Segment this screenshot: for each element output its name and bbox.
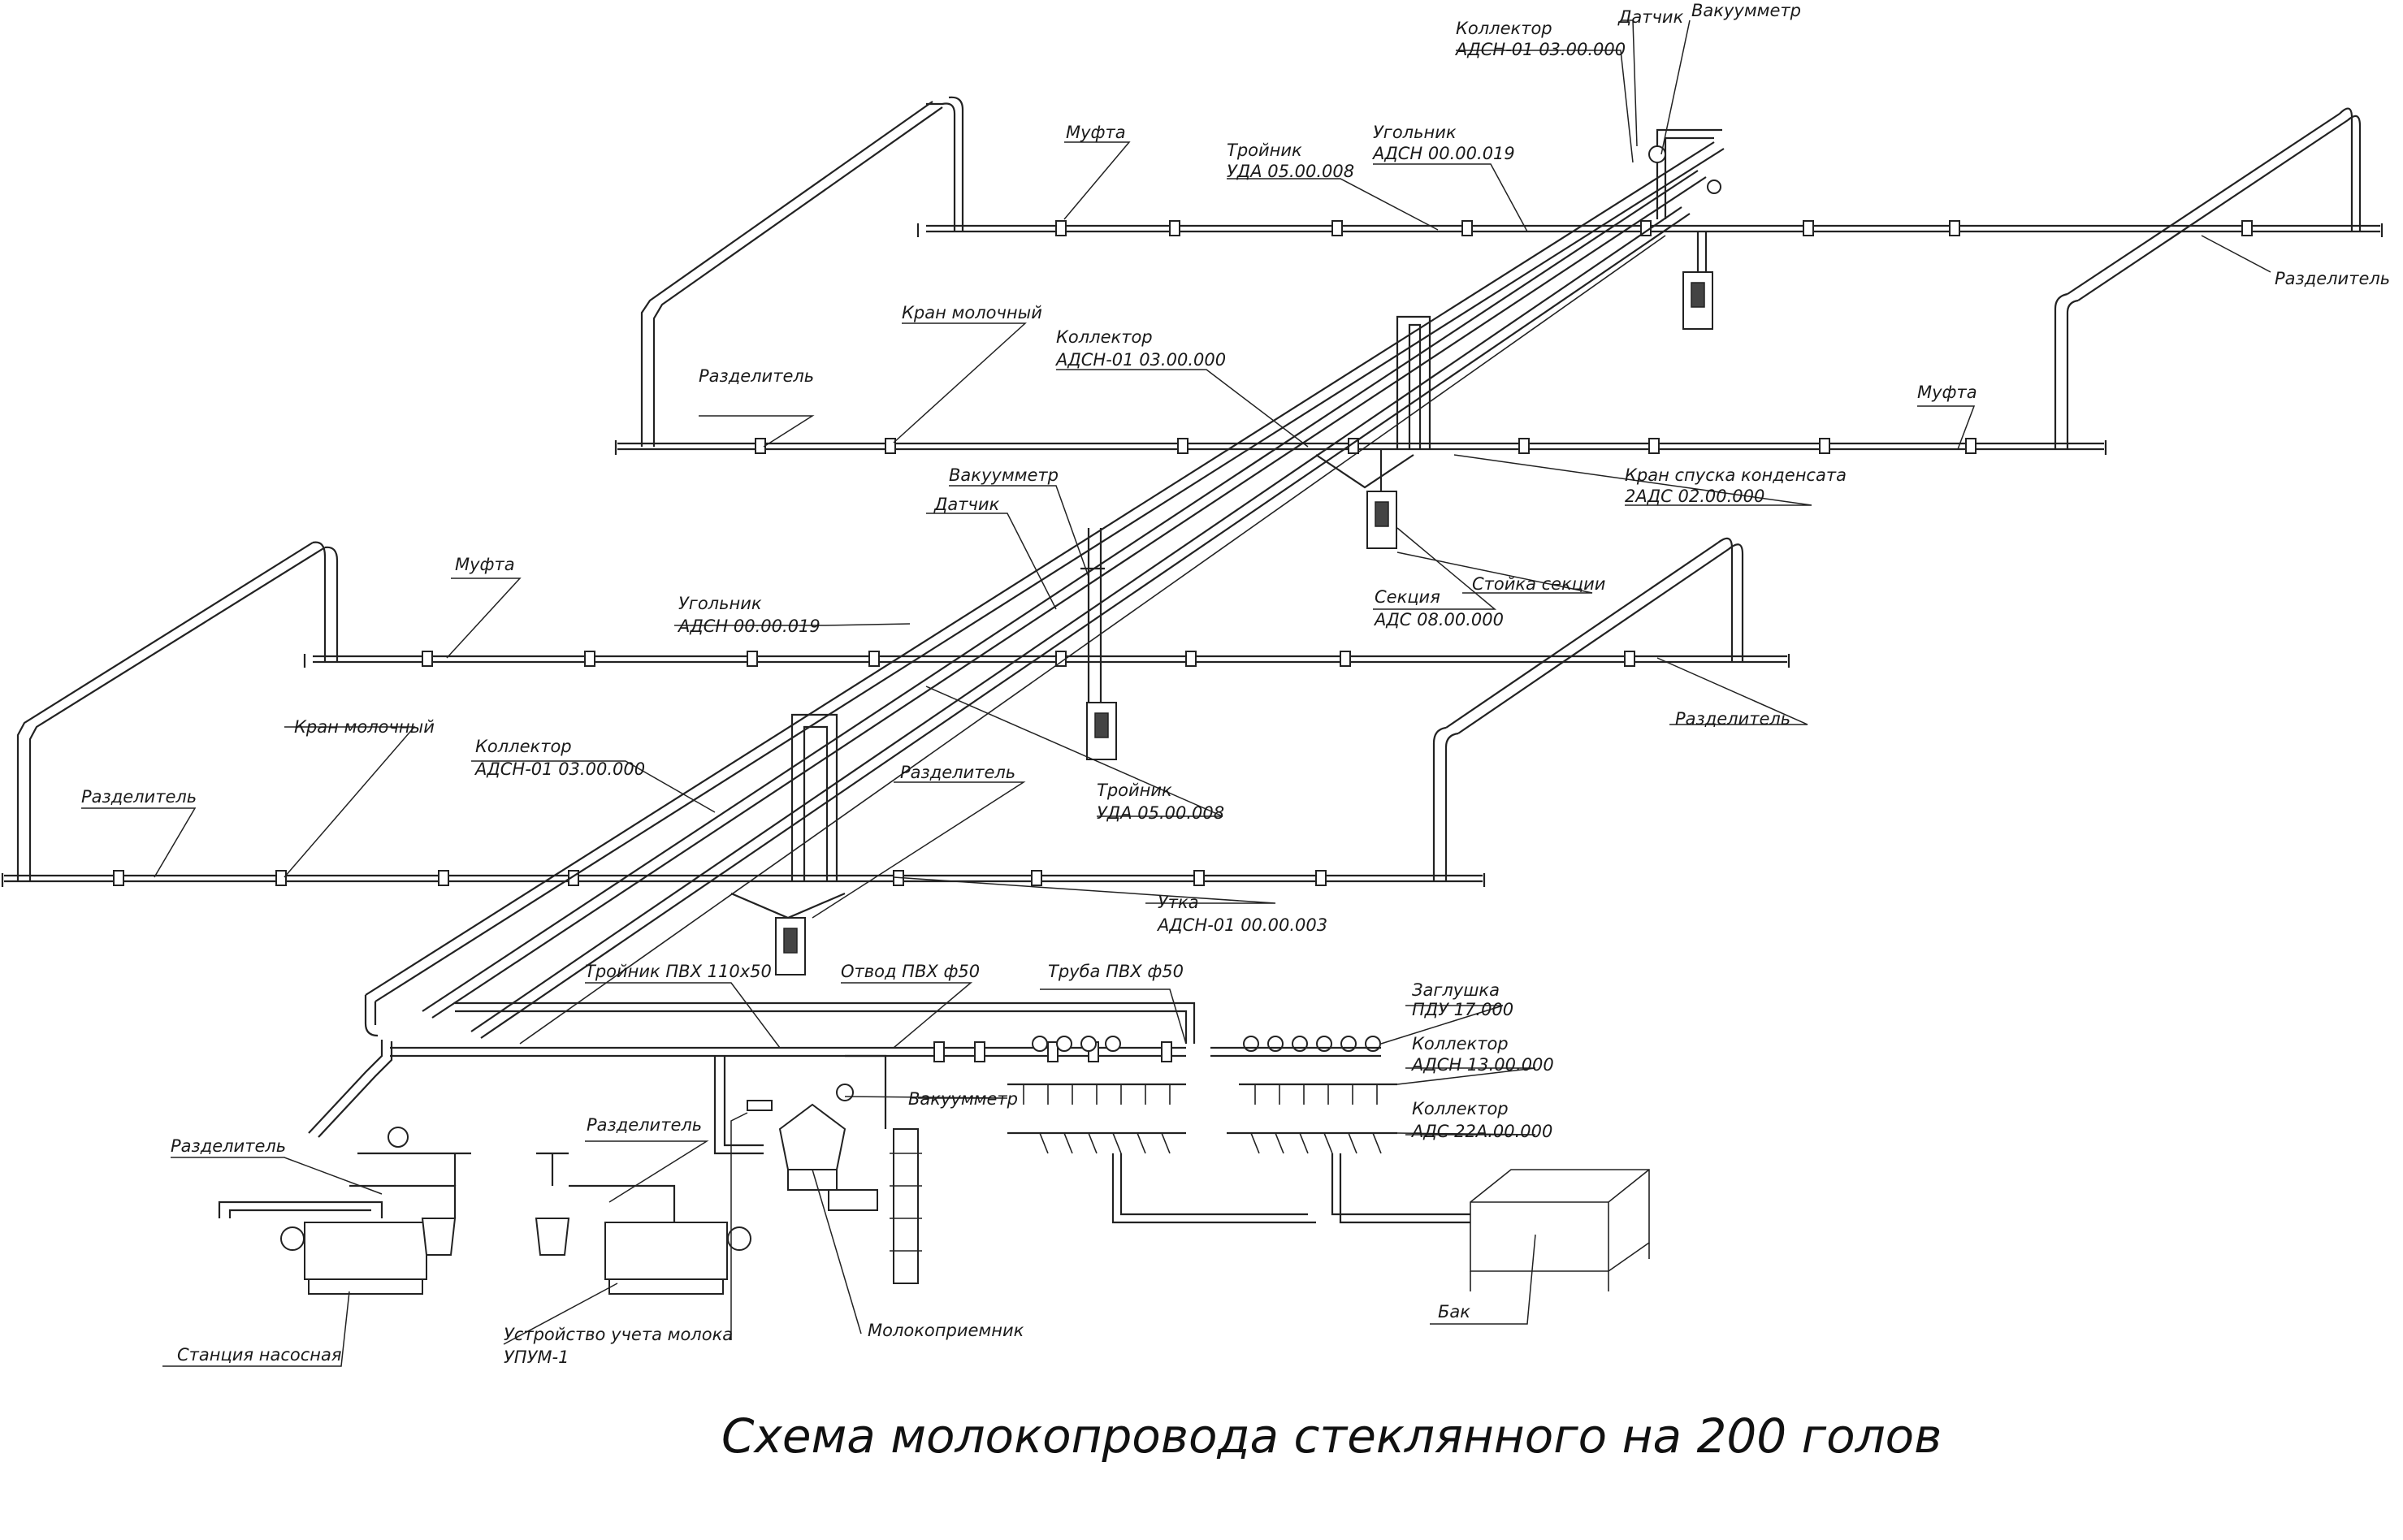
label-ustroistvo-code: УПУМ-1 xyxy=(504,1348,569,1367)
label-zaglushka-code: ПДУ 17.000 xyxy=(1412,1000,1513,1019)
label-ugolnik-top: Угольник xyxy=(1373,123,1457,142)
main-diagonal-trunks xyxy=(308,141,1725,1138)
label-razdelitel-pump-left: Разделитель xyxy=(171,1136,286,1156)
label-ugolnik-top-code: АДСН 00.00.019 xyxy=(1371,144,1515,163)
label-ugolnik-bottom-code: АДСН 00.00.019 xyxy=(677,616,820,636)
lower-pipeline-loop xyxy=(1,537,1790,887)
label-mufta-top-right: Муфта xyxy=(1917,383,1977,402)
label-zaglushka: Заглушка xyxy=(1412,980,1500,1000)
label-ustroistvo: Устройство учета молока xyxy=(504,1325,733,1344)
lower-collector-assembly xyxy=(730,528,1117,975)
label-troinik-top-code: УДА 05.00.008 xyxy=(1227,162,1354,181)
label-otvod-pvh: Отвод ПВХ ф50 xyxy=(841,962,980,981)
label-kollektor-bottom: Коллектор xyxy=(475,737,572,756)
label-razdelitel-pump-right: Разделитель xyxy=(587,1115,702,1135)
label-ugolnik-bottom: Угольник xyxy=(678,594,762,613)
label-kran-spuska-code: 2АДС 02.00.000 xyxy=(1625,487,1764,506)
label-bak: Бак xyxy=(1438,1302,1470,1322)
label-stoika-sekcii: Стойка секции xyxy=(1472,574,1605,594)
label-vakuummetr-mid: Вакуумметр xyxy=(949,465,1059,485)
label-troinik-bottom-code: УДА 05.00.008 xyxy=(1097,803,1224,823)
upper-pipeline-loop xyxy=(614,96,2384,455)
label-kollektor-top-code: АДСН-01 03.00.000 xyxy=(1454,40,1626,59)
label-mufta-top-left: Муфта xyxy=(1066,123,1126,142)
label-kollektor-adsn13-code: АДСН 13.00.000 xyxy=(1410,1055,1554,1075)
label-razdelitel-bottom-right: Разделитель xyxy=(1675,709,1790,729)
label-kollektor-mid-code: АДСН-01 03.00.000 xyxy=(1054,350,1226,370)
label-utka: Утка xyxy=(1158,893,1199,912)
upper-collector-assembly xyxy=(1648,128,1722,330)
label-kollektor-bottom-code: АДСН-01 03.00.000 xyxy=(474,759,645,779)
label-vakuummetr-bottom: Вакуумметр xyxy=(908,1089,1018,1109)
label-truba-pvh: Труба ПВХ ф50 xyxy=(1048,962,1184,981)
label-troinik-pvh: Тройник ПВХ 110х50 xyxy=(585,962,772,981)
diagram-title: Схема молокопровода стеклянного на 200 г… xyxy=(721,1408,1942,1464)
label-utka-code: АДСН-01 00.00.003 xyxy=(1156,915,1327,935)
label-kran-spuska: Кран спуска конденсата xyxy=(1625,465,1847,485)
label-kran-molochny-top: Кран молочный xyxy=(902,303,1042,322)
label-kollektor-top: Коллектор xyxy=(1456,19,1552,38)
label-kollektor-ads22-code: АДС 22А.00.000 xyxy=(1410,1122,1552,1141)
middle-collector-assembly xyxy=(1315,315,1431,549)
label-razdelitel-top-left: Разделитель xyxy=(699,366,814,386)
milk-room-piping xyxy=(218,1001,1650,1295)
label-datchik-mid: Датчик xyxy=(933,495,1000,514)
label-troinik-bottom: Тройник xyxy=(1097,781,1172,800)
label-sekciya: Секция xyxy=(1375,587,1440,607)
leader-lines xyxy=(81,19,2271,1367)
label-kollektor-ads22: Коллектор xyxy=(1412,1099,1509,1118)
label-razdelitel-top-right: Разделитель xyxy=(2275,269,2390,288)
label-mufta-bottom-left: Муфта xyxy=(455,555,515,574)
label-datchik-top: Датчик xyxy=(1617,7,1684,27)
label-razdelitel-center: Разделитель xyxy=(900,763,1015,782)
labels: Коллектор АДСН-01 03.00.000 Датчик Вакуу… xyxy=(81,1,2390,1367)
label-razdelitel-bottom-left: Разделитель xyxy=(81,787,197,807)
label-kran-molochny-bottom: Кран молочный xyxy=(294,717,435,737)
label-vakuummetr-top: Вакуумметр xyxy=(1691,1,1801,20)
label-molokopriemnik: Молокоприемник xyxy=(868,1321,1024,1340)
label-sekciya-code: АДС 08.00.000 xyxy=(1373,610,1504,629)
label-kollektor-adsn13: Коллектор xyxy=(1412,1034,1509,1053)
label-kollektor-mid: Коллектор xyxy=(1056,327,1153,347)
label-stanciya: Станция насосная xyxy=(177,1345,342,1365)
label-troinik-top: Тройник xyxy=(1227,141,1302,160)
